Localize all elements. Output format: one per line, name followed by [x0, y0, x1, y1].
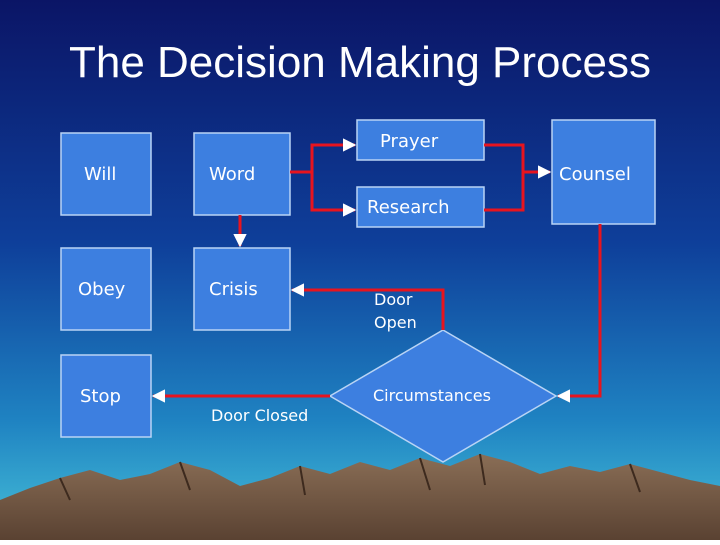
stop-box	[60, 354, 152, 438]
split-to-prayer-arrow	[310, 138, 357, 172]
crisis-label: Crisis	[209, 279, 258, 300]
counsel-to-circumstances-arrow	[556, 224, 602, 403]
circumstances-to-crisis-arrow	[290, 283, 445, 330]
mountain-ridges	[59, 453, 641, 501]
counsel-label: Counsel	[559, 164, 631, 185]
research-box	[356, 186, 485, 228]
will-label: Will	[84, 164, 117, 185]
door-open-label-line2: Open	[374, 313, 417, 332]
circumstances-label: Circumstances	[373, 386, 491, 405]
mountain-range	[0, 454, 720, 540]
door-open-label-line1: Door	[374, 290, 413, 309]
stop-label: Stop	[80, 386, 121, 407]
research-label: Research	[367, 197, 450, 218]
prayer-box	[356, 119, 485, 161]
circumstances-diamond	[328, 329, 558, 463]
prayer-label: Prayer	[380, 131, 439, 152]
obey-box	[60, 247, 152, 331]
prayer-to-counsel-arrow	[484, 143, 552, 179]
word-box	[193, 132, 291, 216]
will-box	[60, 132, 152, 216]
crisis-box	[193, 247, 291, 331]
obey-label: Obey	[78, 279, 126, 300]
research-to-counsel-line	[484, 172, 525, 212]
counsel-box	[551, 119, 656, 225]
split-to-research-arrow	[310, 172, 357, 217]
door-closed-label: Door Closed	[211, 406, 309, 425]
word-label: Word	[209, 164, 256, 185]
slide-title: The Decision Making Process	[68, 38, 651, 87]
